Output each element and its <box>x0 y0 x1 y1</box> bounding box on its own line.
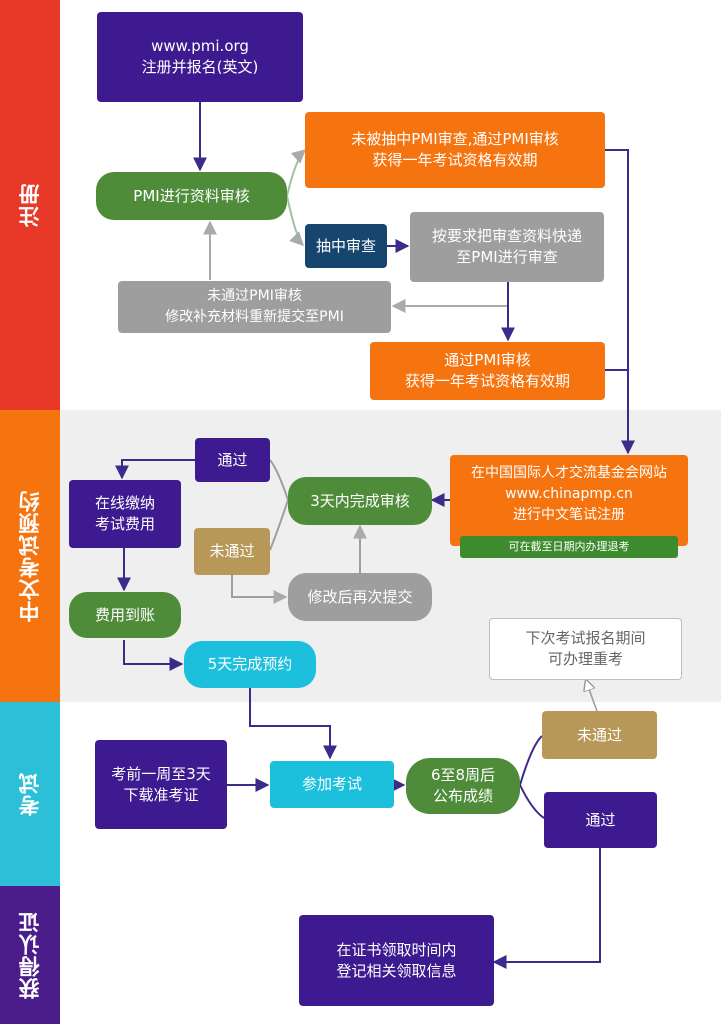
results-box: 6至8周后 公布成绩 <box>406 758 520 814</box>
audit-failed-box: 未通过PMI审核 修改补充材料重新提交至PMI <box>118 281 391 333</box>
pmi-register-box: www.pmi.org 注册并报名(英文) <box>97 12 303 102</box>
review-3days-box: 3天内完成审核 <box>288 477 432 525</box>
chinapmp-register-box: 在中国国际人才交流基金会网站 www.chinapmp.cn 进行中文笔试注册 <box>450 455 688 546</box>
side-label-exam-booking-text: 中文考试预约 <box>18 490 42 622</box>
review-fail-box: 未通过 <box>194 528 270 575</box>
exam-fail-box: 未通过 <box>542 711 657 759</box>
side-label-exam: 考试 <box>0 702 60 886</box>
pay-online-box: 在线缴纳 考试费用 <box>69 480 181 548</box>
side-label-register: 注册 <box>0 0 60 410</box>
side-label-certification-text: 获得认证 <box>18 911 42 999</box>
booking-5days-box: 5天完成预约 <box>184 641 316 688</box>
resubmit-box: 修改后再次提交 <box>288 573 432 621</box>
exam-pass-box: 通过 <box>544 792 657 848</box>
side-label-exam-booking: 中文考试预约 <box>0 410 60 702</box>
pmi-review-box: PMI进行资料审核 <box>96 172 287 220</box>
refund-note: 可在截至日期内办理退考 <box>460 536 678 558</box>
not-audited-box: 未被抽中PMI审查,通过PMI审核 获得一年考试资格有效期 <box>305 112 605 188</box>
payment-received-box: 费用到账 <box>69 592 181 638</box>
side-label-exam-text: 考试 <box>18 772 42 816</box>
side-label-register-text: 注册 <box>18 183 42 227</box>
collect-certificate-box: 在证书领取时间内 登记相关领取信息 <box>299 915 494 1006</box>
download-admission-box: 考前一周至3天 下载准考证 <box>95 740 227 829</box>
retake-note-box: 下次考试报名期间 可办理重考 <box>489 618 682 680</box>
side-label-certification: 获得认证 <box>0 886 60 1024</box>
send-materials-box: 按要求把审查资料快递 至PMI进行审查 <box>410 212 604 282</box>
audit-selected-box: 抽中审查 <box>305 224 387 268</box>
audit-passed-box: 通过PMI审核 获得一年考试资格有效期 <box>370 342 605 400</box>
review-pass-box: 通过 <box>195 438 270 482</box>
take-exam-box: 参加考试 <box>270 761 394 808</box>
